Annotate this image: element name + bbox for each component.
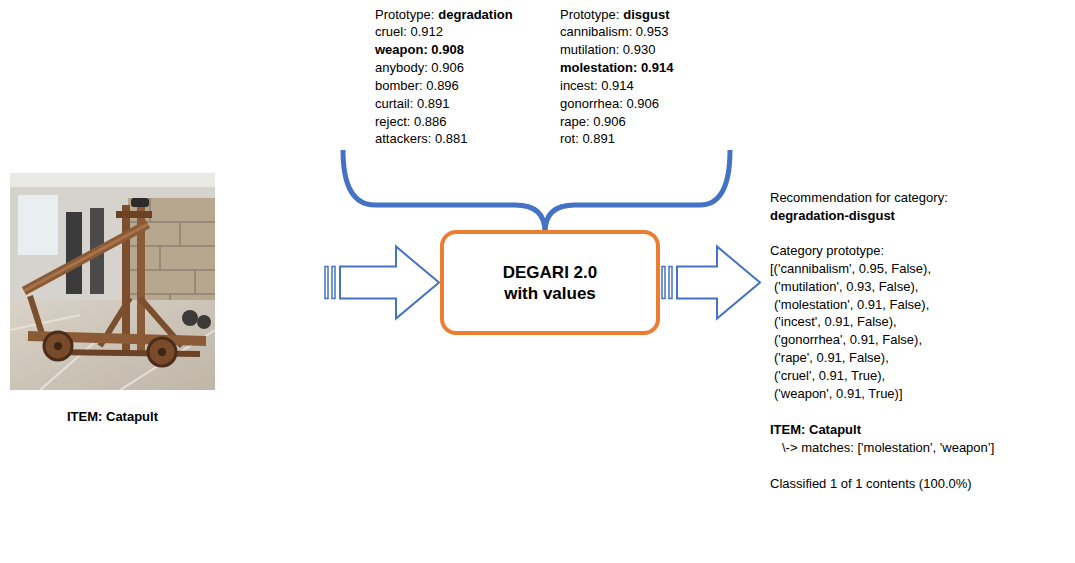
arrow-stripe [325, 267, 328, 299]
arrow-stripe [332, 267, 335, 299]
prototype-entry: ('weapon', 0.91, True)] [774, 386, 903, 401]
similarity-score: rape: 0.906 [560, 114, 626, 129]
box-label: DEGARI 2.0 with values [494, 262, 606, 304]
curly-bracket [343, 150, 730, 232]
result-heading: Recommendation for category: [770, 190, 948, 205]
block-arrow [340, 247, 439, 319]
similarity-score: reject: 0.886 [375, 114, 447, 129]
prototype-heading: Prototype: [560, 7, 619, 22]
match-list: \-> matches: ['molestation', 'weapon’] [782, 440, 994, 455]
item-caption: ITEM: Catapult [0, 409, 235, 424]
prototype-entry: [('cannibalism', 0.95, False), [770, 261, 931, 276]
prototype-name: disgust [623, 7, 669, 22]
prototype-entry: ('cruel', 0.91, True), [774, 368, 885, 383]
similarity-score: gonorrhea: 0.906 [560, 96, 659, 111]
prototype-entry: ('rape', 0.91, False), [774, 350, 889, 365]
similarity-score: mutilation: 0.930 [560, 42, 655, 57]
item-name: ITEM: Catapult [770, 422, 861, 437]
similarity-score: attackers: 0.881 [375, 131, 468, 146]
summary-line: Classified 1 of 1 contents (100.0%) [770, 476, 972, 491]
similarity-score: anybody: 0.906 [375, 60, 464, 75]
category-name: degradation-disgust [770, 208, 895, 223]
result-heading: Category prototype: [770, 243, 884, 258]
similarity-score: cruel: 0.912 [375, 24, 443, 39]
similarity-score: weapon: 0.908 [375, 42, 464, 57]
prototype-name: degradation [438, 7, 512, 22]
item-photo: ITEM: Catapult [10, 173, 215, 390]
similarity-score: curtail: 0.891 [375, 96, 449, 111]
catapult-photo [10, 173, 215, 390]
prototype-entry: ('incest', 0.91, False), [774, 314, 897, 329]
similarity-score: molestation: 0.914 [560, 60, 673, 75]
similarity-score: cannibalism: 0.953 [560, 24, 668, 39]
prototype-heading: Prototype: [375, 7, 434, 22]
block-arrow-group [325, 247, 439, 319]
process-box: DEGARI 2.0 with values [440, 230, 660, 335]
prototype-entry: ('mutilation', 0.93, False), [774, 279, 918, 294]
output-arrow [662, 247, 760, 319]
prototype-entry: ('molestation', 0.91, False), [774, 297, 929, 312]
prototype-entry: ('gonorrhea', 0.91, False), [774, 332, 922, 347]
similarity-score: incest: 0.914 [560, 78, 634, 93]
similarity-score: bomber: 0.896 [375, 78, 459, 93]
similarity-score: rot: 0.891 [560, 131, 615, 146]
